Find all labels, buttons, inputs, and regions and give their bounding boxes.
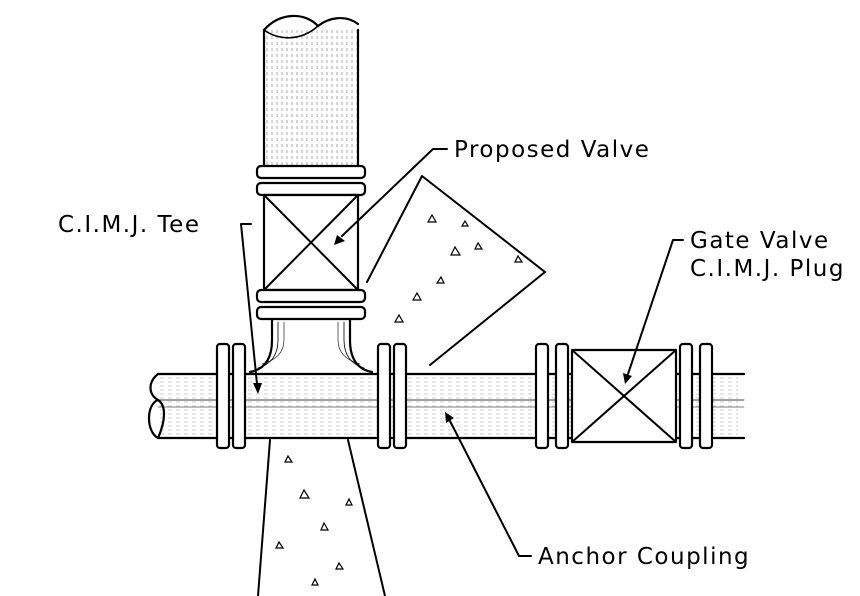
vertical-pipe: [262, 14, 360, 167]
anchor-coupling-joint: [376, 342, 408, 450]
proposed-valve: [255, 164, 367, 321]
label-anchor-coupling: Anchor Coupling: [538, 544, 750, 570]
label-gate-valve: Gate Valve: [690, 228, 830, 254]
lower-thrust-block: [257, 430, 386, 596]
label-proposed-valve: Proposed Valve: [454, 137, 650, 163]
cimj-tee-neck: [248, 317, 374, 374]
lower-thrust-block-aggregate: [275, 454, 353, 586]
label-cimj-tee: C.I.M.J. Tee: [58, 212, 200, 238]
left-joint: [215, 342, 247, 450]
label-cimj-plug: C.I.M.J. Plug: [690, 256, 845, 282]
leader-lines: [240, 148, 684, 557]
gate-valve: [534, 342, 714, 450]
upper-thrust-block: [366, 175, 546, 366]
